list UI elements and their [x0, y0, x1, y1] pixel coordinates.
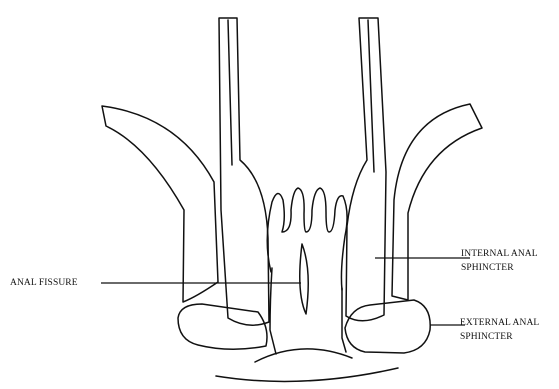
left-external-sphincter — [178, 304, 267, 349]
perianal-skin-lower — [216, 368, 398, 381]
perianal-skin-upper — [255, 349, 352, 362]
left-rectal-lumen-line — [228, 20, 232, 165]
anal-fissure-label: ANAL FISSURE — [10, 276, 78, 290]
left-buttock-fold — [102, 106, 218, 302]
internal-anal-sphincter-label-line1: INTERNAL ANAL — [461, 247, 538, 261]
right-external-sphincter — [345, 300, 430, 353]
left-rectal-wall — [219, 18, 269, 325]
external-anal-sphincter-label-line2: SPHINCTER — [460, 330, 539, 344]
right-rectal-wall — [346, 18, 386, 321]
internal-anal-sphincter-label: INTERNAL ANAL SPHINCTER — [461, 247, 538, 275]
anal-canal-right-wall — [342, 288, 346, 352]
anal-canal-left-wall — [270, 268, 276, 354]
anal-fissure-shape — [300, 244, 309, 314]
anal-papillae — [267, 188, 347, 290]
internal-anal-sphincter-label-line2: SPHINCTER — [461, 261, 538, 275]
external-anal-sphincter-label-line1: EXTERNAL ANAL — [460, 316, 539, 330]
external-anal-sphincter-label: EXTERNAL ANAL SPHINCTER — [460, 316, 539, 344]
right-rectal-lumen-line — [368, 20, 374, 172]
